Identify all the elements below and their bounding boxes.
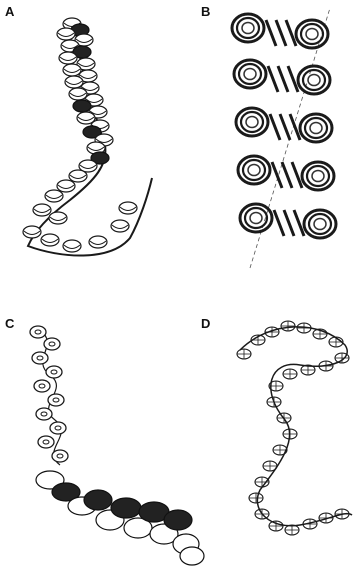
panel-c-zigzag-ribbon (30, 326, 204, 565)
panel-d-irregular-fiber (237, 321, 352, 535)
panel-b-solenoid-stack (232, 8, 336, 268)
panel-a-chromatin-fiber (23, 18, 152, 256)
